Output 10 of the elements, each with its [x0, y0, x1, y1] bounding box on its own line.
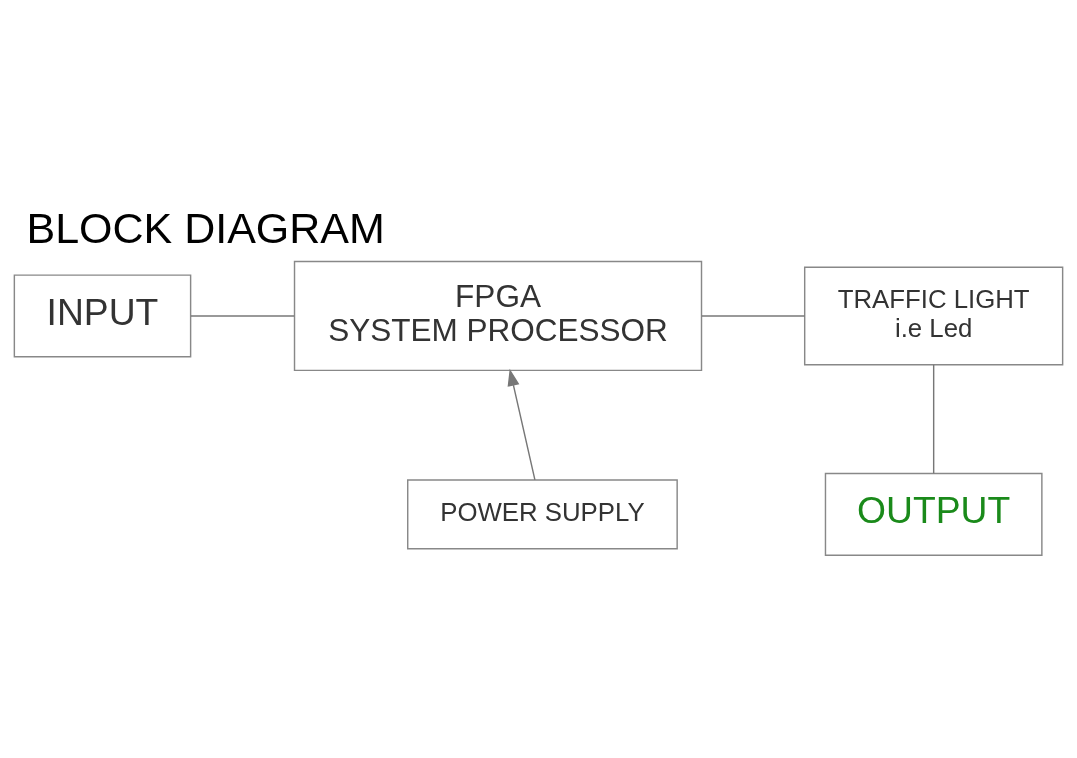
node-box: INPUT: [13, 274, 192, 358]
arrow: [507, 368, 536, 481]
connector: [932, 364, 935, 475]
diagram-title: BLOCK DIAGRAM: [26, 203, 385, 252]
connector: [190, 315, 295, 317]
node-box: FPGA SYSTEM PROCESSOR: [293, 260, 703, 372]
node-box: POWER SUPPLY: [407, 479, 678, 550]
node-box: TRAFFIC LIGHT i.e Led: [803, 266, 1064, 366]
connector: [701, 315, 806, 317]
node-box: OUTPUT: [824, 472, 1043, 556]
